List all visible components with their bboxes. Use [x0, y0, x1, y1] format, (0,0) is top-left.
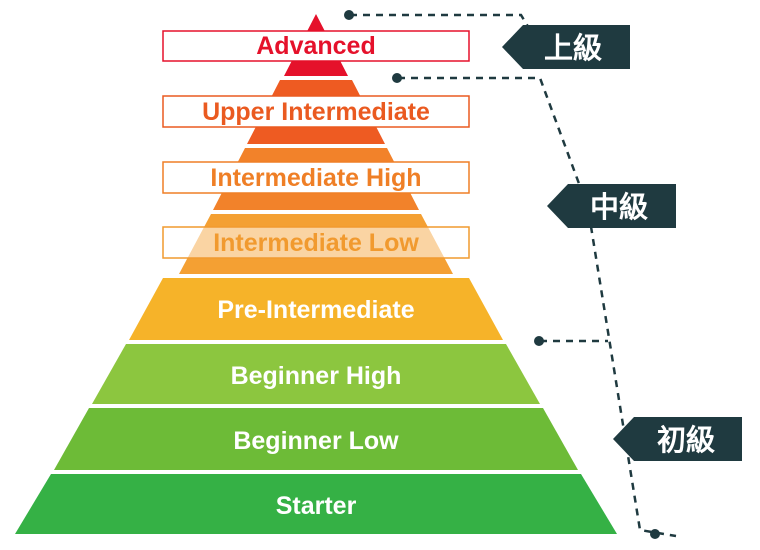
level-group-tags: 上級 中級 初級 [502, 25, 742, 461]
level-label-intermediate-low: Intermediate Low [213, 229, 419, 257]
level-label-intermediate-high: Intermediate High [210, 164, 421, 192]
level-label-upper-intermediate: Upper Intermediate [202, 98, 430, 126]
tier-pre-intermediate [129, 278, 503, 340]
label-boxes [162, 30, 470, 259]
level-label-beginner-low: Beginner Low [233, 427, 399, 455]
tag-beginner-group: 初級 [613, 417, 742, 461]
connector-dot-3 [534, 336, 544, 346]
connector-dot-4 [650, 529, 660, 539]
label-box-advanced [162, 30, 470, 62]
tag-shape-intermediate [547, 184, 676, 228]
tag-advanced-group: 上級 [502, 25, 630, 69]
connector-advanced-top [350, 13, 532, 31]
level-label-starter: Starter [276, 492, 357, 520]
tag-label-advanced: 上級 [544, 31, 602, 65]
level-label-pre-intermediate: Pre-Intermediate [217, 296, 414, 324]
level-labels: Advanced Upper Intermediate Intermediate… [202, 32, 430, 520]
connector-advanced-bottom [398, 76, 677, 538]
tier-starter [15, 474, 617, 534]
tag-shape-beginner [613, 417, 742, 461]
tag-label-intermediate: 中級 [590, 190, 648, 224]
level-label-advanced: Advanced [256, 32, 375, 60]
label-box-intermediate-high [162, 161, 470, 194]
pyramid-tiers [15, 14, 617, 534]
connector-dot-1 [344, 10, 354, 20]
tag-intermediate-group: 中級 [547, 184, 676, 228]
tag-label-beginner: 初級 [657, 423, 715, 457]
label-box-upper-intermediate [162, 95, 470, 128]
tier-beginner-high [92, 344, 540, 404]
connector-dots [344, 10, 660, 539]
connector-dot-2 [392, 73, 402, 83]
tag-shape-advanced [502, 25, 630, 69]
label-box-intermediate-low [162, 226, 470, 259]
tier-beginner-low [54, 408, 578, 470]
level-label-beginner-high: Beginner High [231, 362, 402, 390]
